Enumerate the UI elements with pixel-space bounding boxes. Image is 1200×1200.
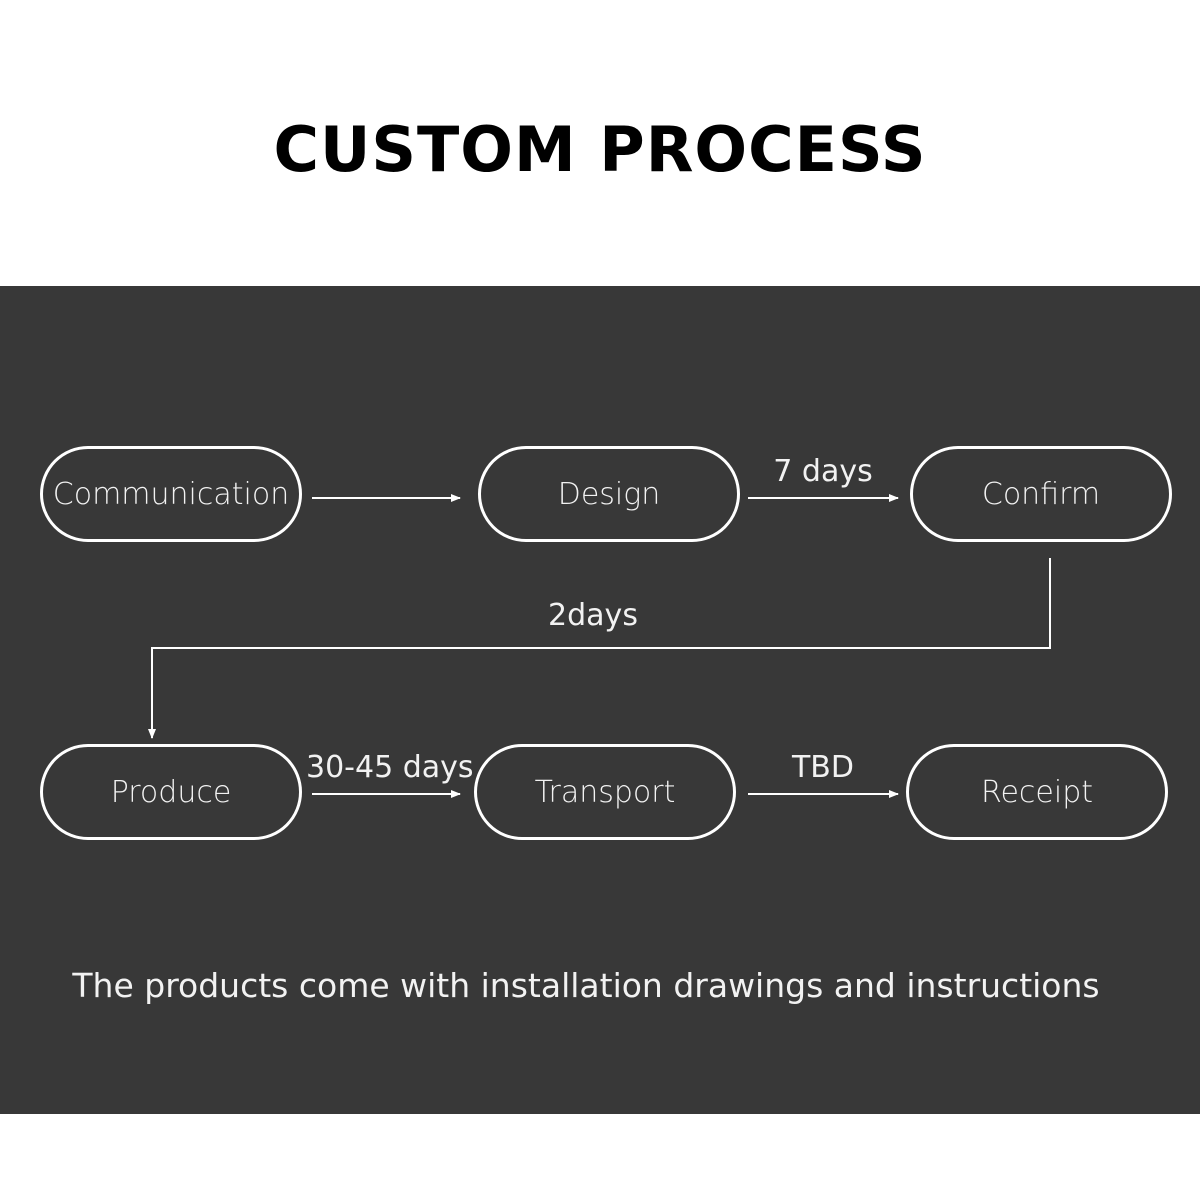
node-receipt: Receipt bbox=[906, 744, 1168, 840]
node-design-label: Design bbox=[557, 476, 661, 512]
edge-label-confirm-produce: 2days bbox=[548, 598, 638, 633]
edge-label-transport-receipt: TBD bbox=[791, 750, 854, 785]
node-transport: Transport bbox=[474, 744, 736, 840]
node-transport-label: Transport bbox=[534, 774, 676, 810]
node-produce: Produce bbox=[40, 744, 302, 840]
node-design: Design bbox=[478, 446, 740, 542]
edge-label-design-confirm: 7 days bbox=[773, 454, 873, 489]
node-communication-label: Communication bbox=[52, 476, 290, 512]
edge-label-produce-transport: 30-45 days bbox=[306, 750, 474, 785]
flow-connectors bbox=[148, 494, 1051, 798]
arrow-confirm-produce bbox=[148, 558, 1051, 739]
node-confirm: Confirm bbox=[910, 446, 1172, 542]
node-confirm-label: Confirm bbox=[981, 476, 1101, 512]
page-title: CUSTOM PROCESS bbox=[273, 113, 927, 186]
node-produce-label: Produce bbox=[110, 774, 232, 810]
node-receipt-label: Receipt bbox=[980, 774, 1094, 810]
node-communication: Communication bbox=[40, 446, 302, 542]
process-panel: Communication Design Confirm Produce Tra… bbox=[0, 286, 1200, 1114]
footer-note: The products come with installation draw… bbox=[72, 966, 1100, 1005]
